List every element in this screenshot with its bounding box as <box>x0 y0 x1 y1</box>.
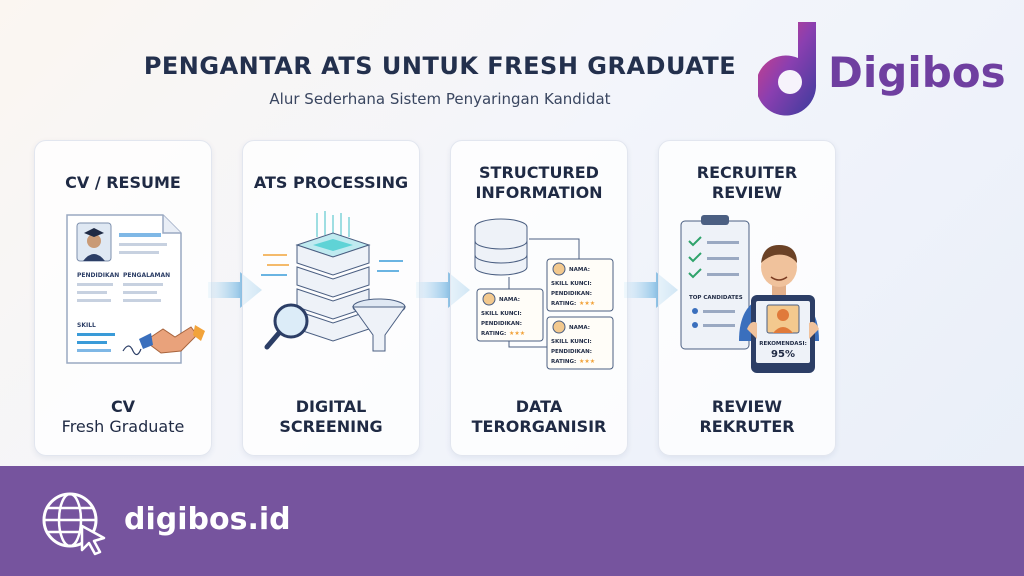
caption-line: REKRUTER <box>699 417 795 436</box>
svg-text:SKILL KUNCI:: SKILL KUNCI: <box>551 339 592 345</box>
step-card-recruiter: RECRUITER REVIEW TOP CANDIDATES <box>658 140 836 456</box>
step-caption: DIGITAL SCREENING <box>243 397 419 437</box>
svg-text:SKILL KUNCI:: SKILL KUNCI: <box>551 281 592 287</box>
svg-text:RATING:: RATING: <box>551 301 576 307</box>
step-title: REVIEW <box>711 183 783 202</box>
handshake-icon <box>139 325 205 354</box>
record-card: NAMA: SKILL KUNCI: PENDIDIKAN: RATING: ★… <box>546 258 614 312</box>
brand-mark-icon <box>756 22 817 116</box>
svg-text:RATING:: RATING: <box>481 331 506 337</box>
caption-line: Fresh Graduate <box>61 417 185 436</box>
record-card: NAMA: SKILL KUNCI: PENDIDIKAN: RATING: ★… <box>546 316 614 370</box>
footer-banner: digibos.id <box>0 466 1024 576</box>
globe-cursor-icon[interactable] <box>38 486 108 556</box>
svg-text:PENDIDIKAN:: PENDIDIKAN: <box>551 291 592 297</box>
cv-label-pengalaman: PENGALAMAN <box>123 272 170 279</box>
caption-line: DIGITAL <box>295 397 367 416</box>
cv-document-illustration: PENDIDIKAN PENGALAMAN SKILL <box>66 214 205 364</box>
svg-text:NAMA:: NAMA: <box>569 325 590 331</box>
step-title: CV / RESUME <box>65 173 181 192</box>
svg-text:RATING:: RATING: <box>551 359 576 365</box>
svg-text:★★★: ★★★ <box>509 330 525 337</box>
step-card-structured: STRUCTURED INFORMATION NAMA: SKILL KUNCI… <box>450 140 628 456</box>
svg-text:TOP CANDIDATES: TOP CANDIDATES <box>689 295 743 301</box>
step-title: INFORMATION <box>475 183 603 202</box>
record-card: NAMA: SKILL KUNCI: PENDIDIKAN: RATING: ★… <box>476 288 544 342</box>
step-title: STRUCTURED <box>479 163 599 182</box>
caption-line: DATA <box>515 397 563 416</box>
magnifier-icon <box>264 303 309 350</box>
caption-line: CV <box>110 397 136 416</box>
svg-text:SKILL KUNCI:: SKILL KUNCI: <box>481 311 522 317</box>
checklist-clipboard-icon: TOP CANDIDATES <box>680 215 750 350</box>
tablet-icon: REKOMENDASI: 95% <box>747 295 819 373</box>
structured-data-illustration: NAMA: SKILL KUNCI: PENDIDIKAN: RATING: ★… <box>474 218 614 370</box>
svg-text:PENDIDIKAN:: PENDIDIKAN: <box>551 349 592 355</box>
step-title: ATS PROCESSING <box>253 173 409 192</box>
svg-text:NAMA:: NAMA: <box>499 297 520 303</box>
website-link[interactable]: digibos.id <box>124 502 291 537</box>
caption-line: TERORGANISIR <box>471 417 607 436</box>
funnel-icon <box>352 298 406 352</box>
svg-text:NAMA:: NAMA: <box>569 267 590 273</box>
cv-label-skill: SKILL <box>77 322 96 329</box>
brand-name: Digibos <box>828 48 1006 97</box>
svg-text:95%: 95% <box>771 349 795 360</box>
ats-processing-illustration <box>261 211 406 352</box>
brand-logo: Digibos <box>756 18 1008 118</box>
page-title: PENGANTAR ATS UNTUK FRESH GRADUATE <box>143 52 737 80</box>
recruiter-review-illustration: TOP CANDIDATES REKOMENDASI: 95% <box>680 215 819 373</box>
step-title: RECRUITER <box>696 163 798 182</box>
svg-text:PENDIDIKAN:: PENDIDIKAN: <box>481 321 522 327</box>
cv-label-pendidikan: PENDIDIKAN <box>77 272 119 279</box>
step-caption: DATA TERORGANISIR <box>451 397 627 437</box>
graduate-avatar-icon <box>76 222 112 262</box>
database-icon <box>474 218 528 276</box>
caption-line: REVIEW <box>711 397 783 416</box>
step-card-ats: ATS PROCESSING DIGITAL SCREENING <box>242 140 420 456</box>
svg-text:★★★: ★★★ <box>579 358 595 365</box>
svg-text:REKOMENDASI:: REKOMENDASI: <box>759 341 807 347</box>
svg-text:★★★: ★★★ <box>579 300 595 307</box>
step-caption: REVIEW REKRUTER <box>659 397 835 437</box>
step-card-cv: CV / RESUME PENDIDIKAN PENGALAMAN SKILL <box>34 140 212 456</box>
server-stack-icon <box>295 232 371 342</box>
step-caption: CV Fresh Graduate <box>35 397 211 437</box>
caption-line: SCREENING <box>279 417 383 436</box>
page-subtitle: Alur Sederhana Sistem Penyaringan Kandid… <box>269 90 611 108</box>
